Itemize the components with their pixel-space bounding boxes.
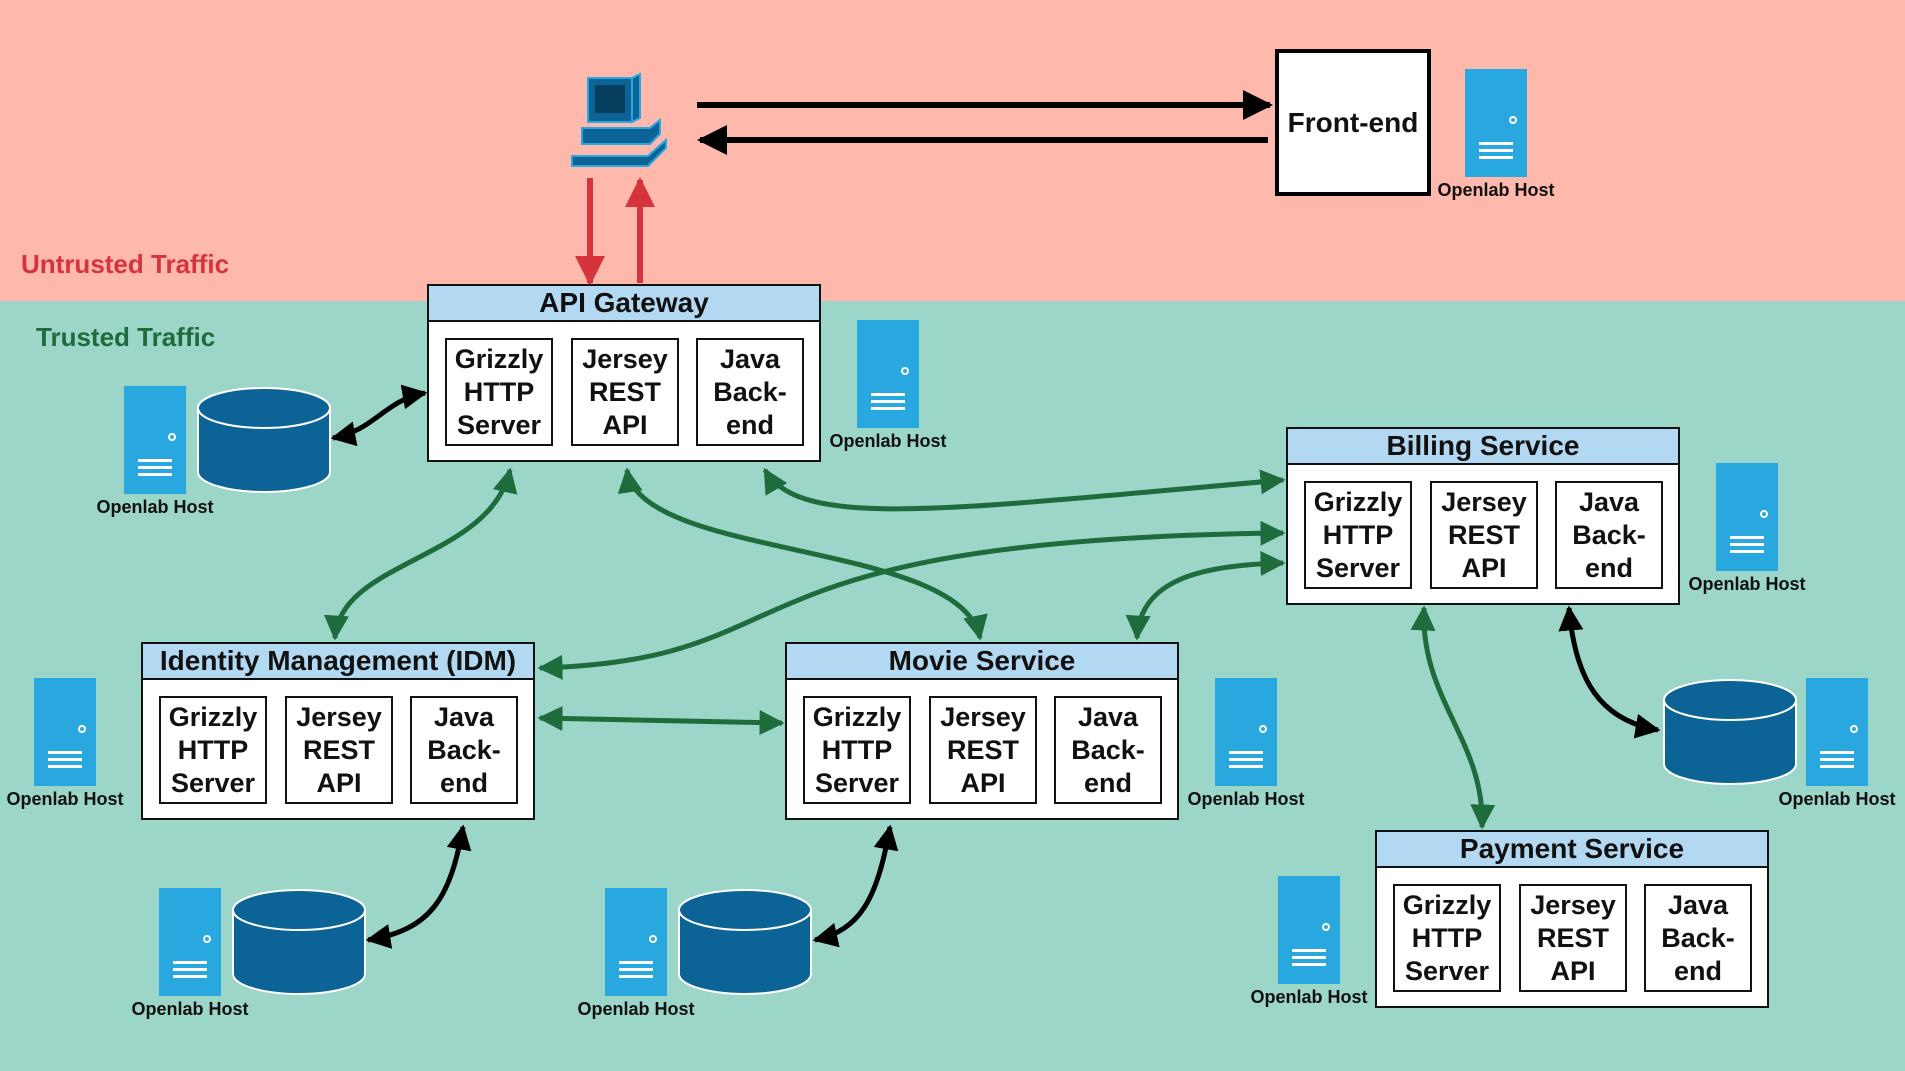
arrow-gateway-idm bbox=[324, 467, 518, 641]
arrow-movie-billing bbox=[1125, 551, 1286, 641]
arrow-billing-db bbox=[1558, 605, 1661, 739]
database-cylinder-icon bbox=[678, 889, 812, 995]
openlab-host-label: Openlab Host bbox=[1778, 789, 1896, 809]
openlab-host-label: Openlab Host bbox=[829, 431, 947, 451]
openlab-host-label: Openlab Host bbox=[1437, 180, 1555, 200]
desktop-computer-icon bbox=[571, 72, 667, 167]
openlab-host-label: Openlab Host bbox=[6, 789, 124, 809]
jersey-rest-api: Jersey REST API bbox=[1519, 884, 1627, 992]
trusted-traffic-label: Trusted Traffic bbox=[36, 322, 216, 352]
java-backend: Java Back- end bbox=[1644, 884, 1752, 992]
server-tower-icon: Openlab Host bbox=[120, 888, 260, 1019]
arrow-idm-db bbox=[365, 824, 472, 949]
service-title: Identity Management (IDM) bbox=[143, 644, 533, 680]
java-backend: Java Back- end bbox=[696, 338, 804, 446]
service-title: Billing Service bbox=[1288, 429, 1678, 465]
openlab-host-label: Openlab Host bbox=[1688, 574, 1806, 594]
server-tower-icon: Openlab Host bbox=[1176, 678, 1316, 809]
arrow-idm-billing bbox=[537, 520, 1286, 680]
openlab-host-label: Openlab Host bbox=[577, 999, 695, 1019]
server-tower-icon: Openlab Host bbox=[0, 678, 135, 809]
database-cylinder-icon bbox=[197, 387, 331, 493]
java-backend: Java Back- end bbox=[1054, 696, 1162, 804]
openlab-host-label: Openlab Host bbox=[131, 999, 249, 1019]
payment-service: Payment Service Grizzly HTTP Server Jers… bbox=[1375, 830, 1769, 1008]
movie-service: Movie Service Grizzly HTTP Server Jersey… bbox=[785, 642, 1179, 820]
service-title: Payment Service bbox=[1377, 832, 1767, 868]
server-tower-icon: Openlab Host bbox=[85, 386, 225, 517]
java-backend: Java Back- end bbox=[1555, 481, 1663, 589]
jersey-rest-api: Jersey REST API bbox=[1430, 481, 1538, 589]
server-tower-icon: Openlab Host bbox=[1767, 678, 1905, 809]
service-title: Movie Service bbox=[787, 644, 1177, 680]
server-tower-icon: Openlab Host bbox=[1677, 463, 1817, 594]
database-cylinder-icon bbox=[232, 889, 366, 995]
grizzly-http-server: Grizzly HTTP Server bbox=[1393, 884, 1501, 992]
frontend-box: Front-end bbox=[1275, 49, 1431, 196]
arrow-gateway-db bbox=[330, 384, 428, 447]
server-tower-icon: Openlab Host bbox=[1426, 69, 1566, 200]
api-gateway-service: API Gateway Grizzly HTTP Server Jersey R… bbox=[427, 284, 821, 462]
java-backend: Java Back- end bbox=[410, 696, 518, 804]
grizzly-http-server: Grizzly HTTP Server bbox=[445, 338, 553, 446]
grizzly-http-server: Grizzly HTTP Server bbox=[803, 696, 911, 804]
jersey-rest-api: Jersey REST API bbox=[929, 696, 1037, 804]
openlab-host-label: Openlab Host bbox=[1187, 789, 1305, 809]
grizzly-http-server: Grizzly HTTP Server bbox=[1304, 481, 1412, 589]
untrusted-zone bbox=[0, 0, 1905, 301]
arrow-gateway-movie bbox=[617, 467, 988, 641]
billing-service: Billing Service Grizzly HTTP Server Jers… bbox=[1286, 427, 1680, 605]
server-tower-icon: Openlab Host bbox=[1239, 876, 1379, 1007]
arrow-billing-payment bbox=[1410, 605, 1496, 830]
untrusted-traffic-label: Untrusted Traffic bbox=[21, 249, 230, 279]
grizzly-http-server: Grizzly HTTP Server bbox=[159, 696, 267, 804]
openlab-host-label: Openlab Host bbox=[96, 497, 214, 517]
arrow-gateway-billing bbox=[762, 467, 1286, 512]
service-title: API Gateway bbox=[429, 286, 819, 322]
server-tower-icon: Openlab Host bbox=[818, 320, 958, 451]
server-tower-icon: Openlab Host bbox=[566, 888, 706, 1019]
database-cylinder-icon bbox=[1663, 679, 1797, 785]
idm-service: Identity Management (IDM) Grizzly HTTP S… bbox=[141, 642, 535, 820]
arrow-movie-db bbox=[812, 824, 899, 948]
jersey-rest-api: Jersey REST API bbox=[285, 696, 393, 804]
arrow-idm-movie bbox=[537, 705, 785, 736]
jersey-rest-api: Jersey REST API bbox=[571, 338, 679, 446]
openlab-host-label: Openlab Host bbox=[1250, 987, 1368, 1007]
